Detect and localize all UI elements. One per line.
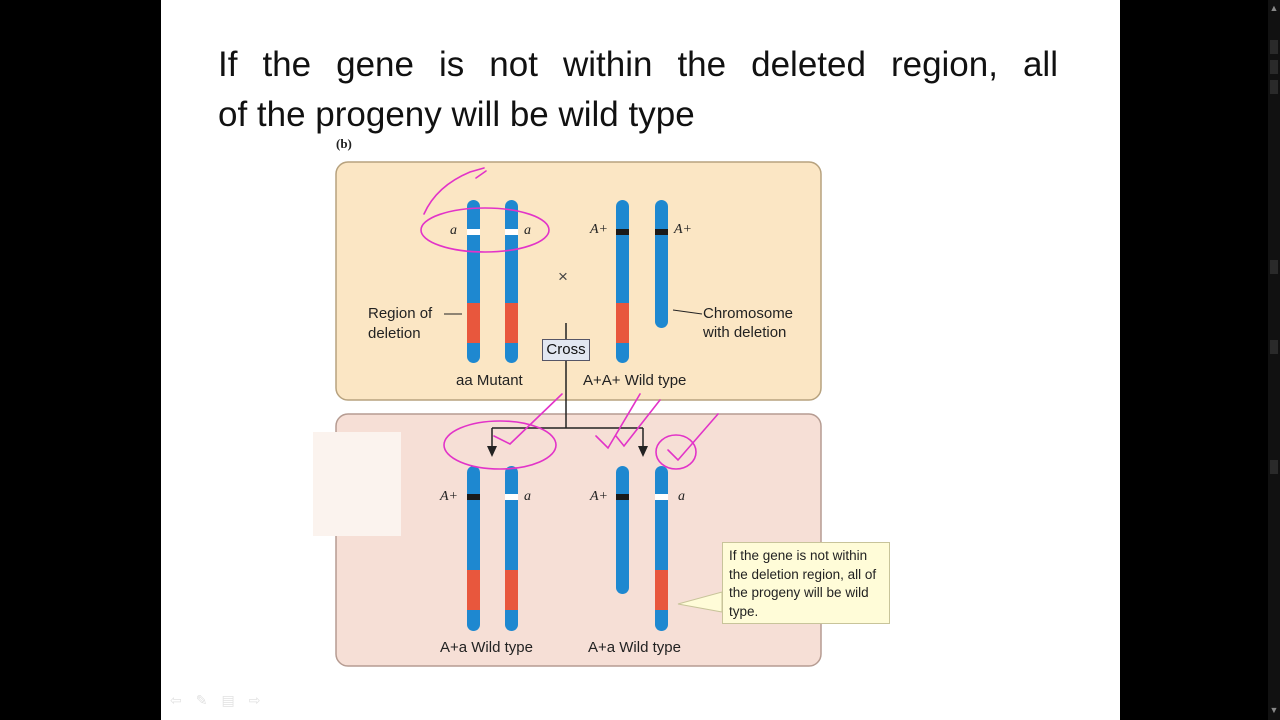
scroll-mark	[1270, 340, 1278, 354]
progeny-left-caption: A+a Wild type	[440, 639, 533, 656]
allele-label: A+	[589, 222, 608, 237]
slide-nav: ⇦ ✎ ▤ ⇨	[170, 692, 260, 709]
cross-label: Cross	[542, 339, 590, 361]
progeny-left-chromosome-b	[505, 466, 518, 631]
scroll-thumb[interactable]	[1270, 40, 1278, 54]
parents-panel	[335, 161, 822, 401]
pen-annotations	[420, 167, 719, 470]
region-label-line-2: deletion	[368, 325, 421, 342]
menu-icon[interactable]: ▤	[221, 692, 235, 708]
progeny-right-chromosome	[655, 466, 668, 631]
allele-label: a	[524, 223, 531, 238]
scroll-down-icon[interactable]: ▼	[1269, 705, 1279, 715]
allele-label: a	[524, 489, 531, 504]
arrow-down-icon	[487, 446, 497, 457]
scroll-mark	[1270, 80, 1278, 94]
mutant-chromosome-left	[467, 200, 480, 363]
right-margin	[1120, 0, 1280, 720]
deletion-label-line-1: Chromosome	[703, 305, 793, 322]
check-icon	[595, 393, 641, 450]
check-icon	[615, 399, 661, 448]
scroll-mark	[1270, 260, 1278, 274]
check-icon	[667, 413, 719, 462]
panel-label: (b)	[336, 136, 352, 151]
deletion-label-line-2: with deletion	[702, 324, 786, 341]
mutant-caption: aa Mutant	[456, 372, 524, 389]
scroll-mark	[1270, 60, 1278, 74]
progeny-panel	[335, 413, 822, 667]
blank-overlay	[313, 432, 401, 536]
annotation-circle	[420, 207, 550, 253]
scroll-up-icon[interactable]: ▲	[1269, 3, 1279, 13]
back-arrow-icon[interactable]: ⇦	[170, 692, 182, 708]
wild-chromosome-left	[616, 200, 629, 363]
annotation-circle	[655, 434, 697, 470]
scroll-mark	[1270, 460, 1278, 474]
allele-label: a	[450, 223, 457, 238]
region-label-line-1: Region of	[368, 305, 433, 322]
annotation-stroke	[475, 170, 487, 179]
annotation-circle	[443, 420, 557, 470]
mutant-chromosome-right	[505, 200, 518, 363]
arrow-down-icon	[638, 446, 648, 457]
note-callout: If the gene is not within the deletion r…	[722, 542, 890, 624]
wild-caption: A+A+ Wild type	[583, 372, 686, 389]
deletion-pointer	[672, 309, 703, 315]
progeny-right-chromosome-deleted	[616, 466, 629, 594]
forward-arrow-icon[interactable]: ⇨	[248, 692, 261, 708]
check-icon	[493, 393, 563, 445]
allele-label: A+	[589, 489, 608, 504]
slide-title-line-1: If the gene is not within the deleted re…	[218, 45, 1058, 84]
annotation-stroke	[423, 167, 485, 215]
wild-chromosome-deleted	[655, 200, 668, 328]
slide-title-line-2: of the progeny will be wild type	[218, 95, 695, 134]
cross-symbol: ×	[558, 267, 568, 286]
scrollbar[interactable]: ▲ ▼	[1268, 0, 1280, 720]
allele-label: A+	[439, 489, 458, 504]
allele-label: A+	[673, 222, 692, 237]
cross-arrows	[487, 323, 648, 457]
progeny-right-caption: A+a Wild type	[588, 639, 681, 656]
progeny-left-chromosome-a	[467, 466, 480, 631]
pen-icon[interactable]: ✎	[195, 692, 208, 708]
allele-label: a	[678, 489, 685, 504]
